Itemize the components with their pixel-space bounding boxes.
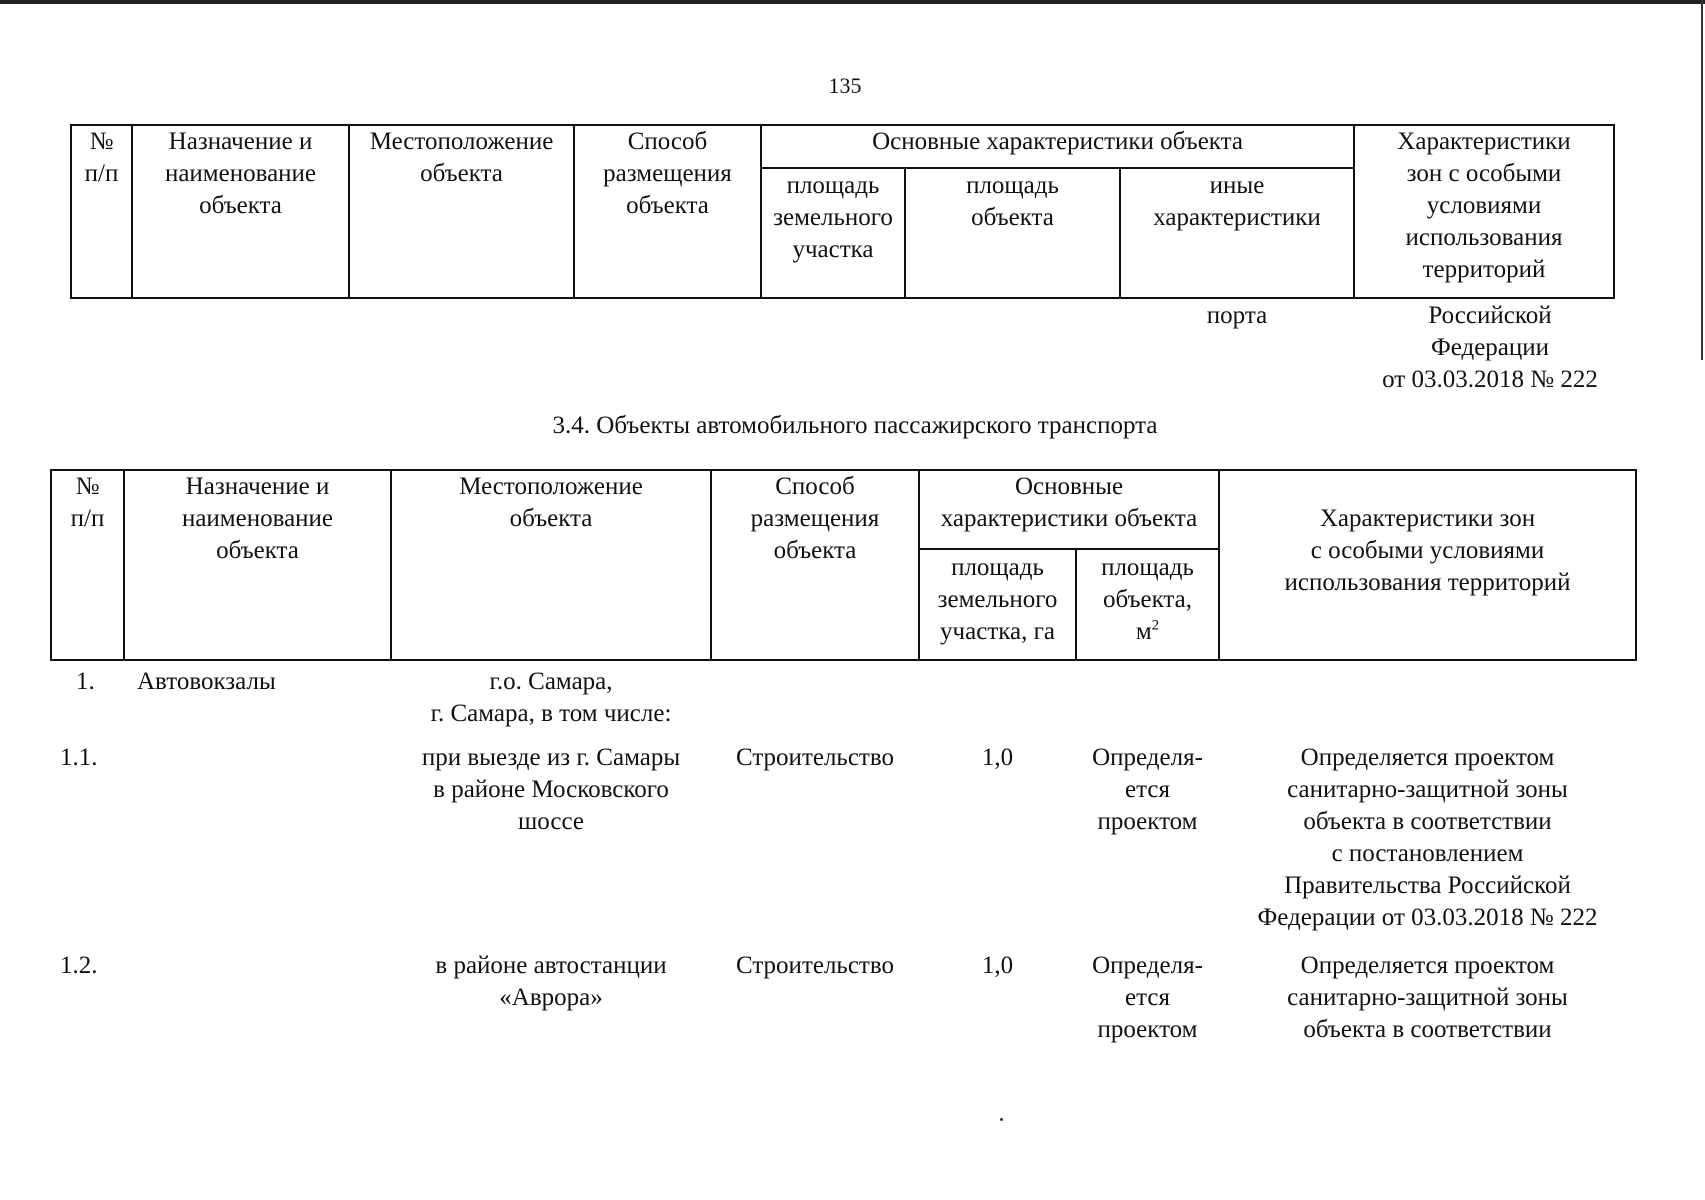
top-header-purpose: Назначение и наименование объекта: [164, 128, 317, 219]
main-header-num: № п/п: [70, 473, 105, 532]
top-header-placement: Способ размещения объекта: [603, 128, 732, 219]
scan-top-edge: [0, 0, 1705, 4]
carryover-zones: Российской Федерации от 03.03.2018 № 222: [1382, 302, 1598, 393]
row-land-area: 1,0: [981, 744, 1014, 771]
row-purpose: Автовокзалы: [137, 668, 276, 695]
top-header-zones: Характеристики зон с особыми условиями и…: [1397, 128, 1571, 283]
row-num: 1.1.: [60, 744, 98, 771]
section-title: 3.4. Объекты автомобильного пассажирског…: [552, 412, 1158, 439]
row-location: в районе автостанции «Аврора»: [435, 952, 667, 1011]
main-header-object-area: площадь объекта, м2: [1077, 552, 1218, 648]
row-placement: Строительство: [735, 744, 894, 771]
main-header-placement: Способ размещения объекта: [750, 473, 880, 564]
row-zones: Определяется проектом санитарно-защитной…: [1257, 744, 1598, 931]
row-num: 1.: [76, 668, 95, 695]
row-object-area: Определя- ется проектом: [1092, 744, 1203, 835]
top-header-land-area: площадь земельного участка: [773, 172, 893, 263]
row-zones: Определяется проектом санитарно-защитной…: [1287, 952, 1568, 1043]
row-location: при выезде из г. Самары в районе Московс…: [421, 744, 681, 835]
main-header-main-chars: Основные характеристики объекта: [940, 473, 1198, 532]
top-header-num: № п/п: [84, 128, 119, 187]
top-header-location: Местоположение объекта: [369, 128, 554, 187]
top-header-object-area: площадь объекта: [966, 172, 1059, 231]
row-land-area: 1,0: [981, 952, 1014, 979]
main-header-zones: Характеристики зон с особыми условиями и…: [1284, 505, 1571, 596]
row-location: г.о. Самара, г. Самара, в том числе:: [430, 668, 672, 727]
row-object-area: Определя- ется проектом: [1092, 952, 1203, 1043]
object-area-label: площадь объекта, м: [1101, 554, 1194, 645]
carryover-other: порта: [1206, 302, 1268, 329]
scan-speck: [1000, 1118, 1003, 1121]
page-number: 135: [828, 73, 862, 98]
main-header-location: Местоположение объекта: [459, 473, 643, 532]
row-num: 1.2.: [60, 952, 98, 979]
main-header-purpose: Назначение и наименование объекта: [181, 473, 334, 564]
row-placement: Строительство: [735, 952, 894, 979]
top-header-main-chars: Основные характеристики объекта: [872, 128, 1243, 155]
top-header-other-chars: иные характеристики: [1153, 172, 1321, 231]
main-header-land-area: площадь земельного участка, га: [937, 554, 1058, 645]
scan-right-edge: [1701, 0, 1703, 360]
object-area-unit-sup: 2: [1151, 617, 1160, 634]
